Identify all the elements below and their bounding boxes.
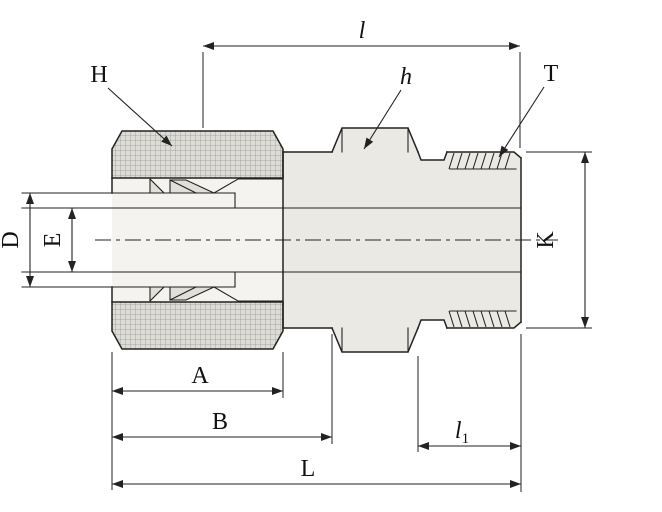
dimension-B: B xyxy=(112,334,333,444)
label-h: h xyxy=(400,64,412,90)
label-L: L xyxy=(301,456,316,482)
label-l1: l1 xyxy=(455,418,469,447)
label-D: D xyxy=(0,231,24,248)
leader-H: H xyxy=(90,62,173,147)
dimension-D: D xyxy=(0,193,34,287)
dimension-E: E xyxy=(40,208,76,272)
dimension-L: L xyxy=(112,334,522,492)
label-H: H xyxy=(90,62,107,88)
label-l: l xyxy=(359,18,366,44)
label-A: A xyxy=(191,363,209,389)
leader-T: T xyxy=(498,61,559,158)
label-B: B xyxy=(212,409,228,435)
dimension-K: K xyxy=(526,151,592,329)
dimension-A: A xyxy=(111,352,284,490)
label-E: E xyxy=(40,233,66,248)
label-T: T xyxy=(544,61,559,87)
leader-h: h xyxy=(363,64,412,150)
dimension-l1: l1 xyxy=(417,356,521,452)
dimension-l: l xyxy=(202,18,521,148)
label-K: K xyxy=(533,231,559,249)
